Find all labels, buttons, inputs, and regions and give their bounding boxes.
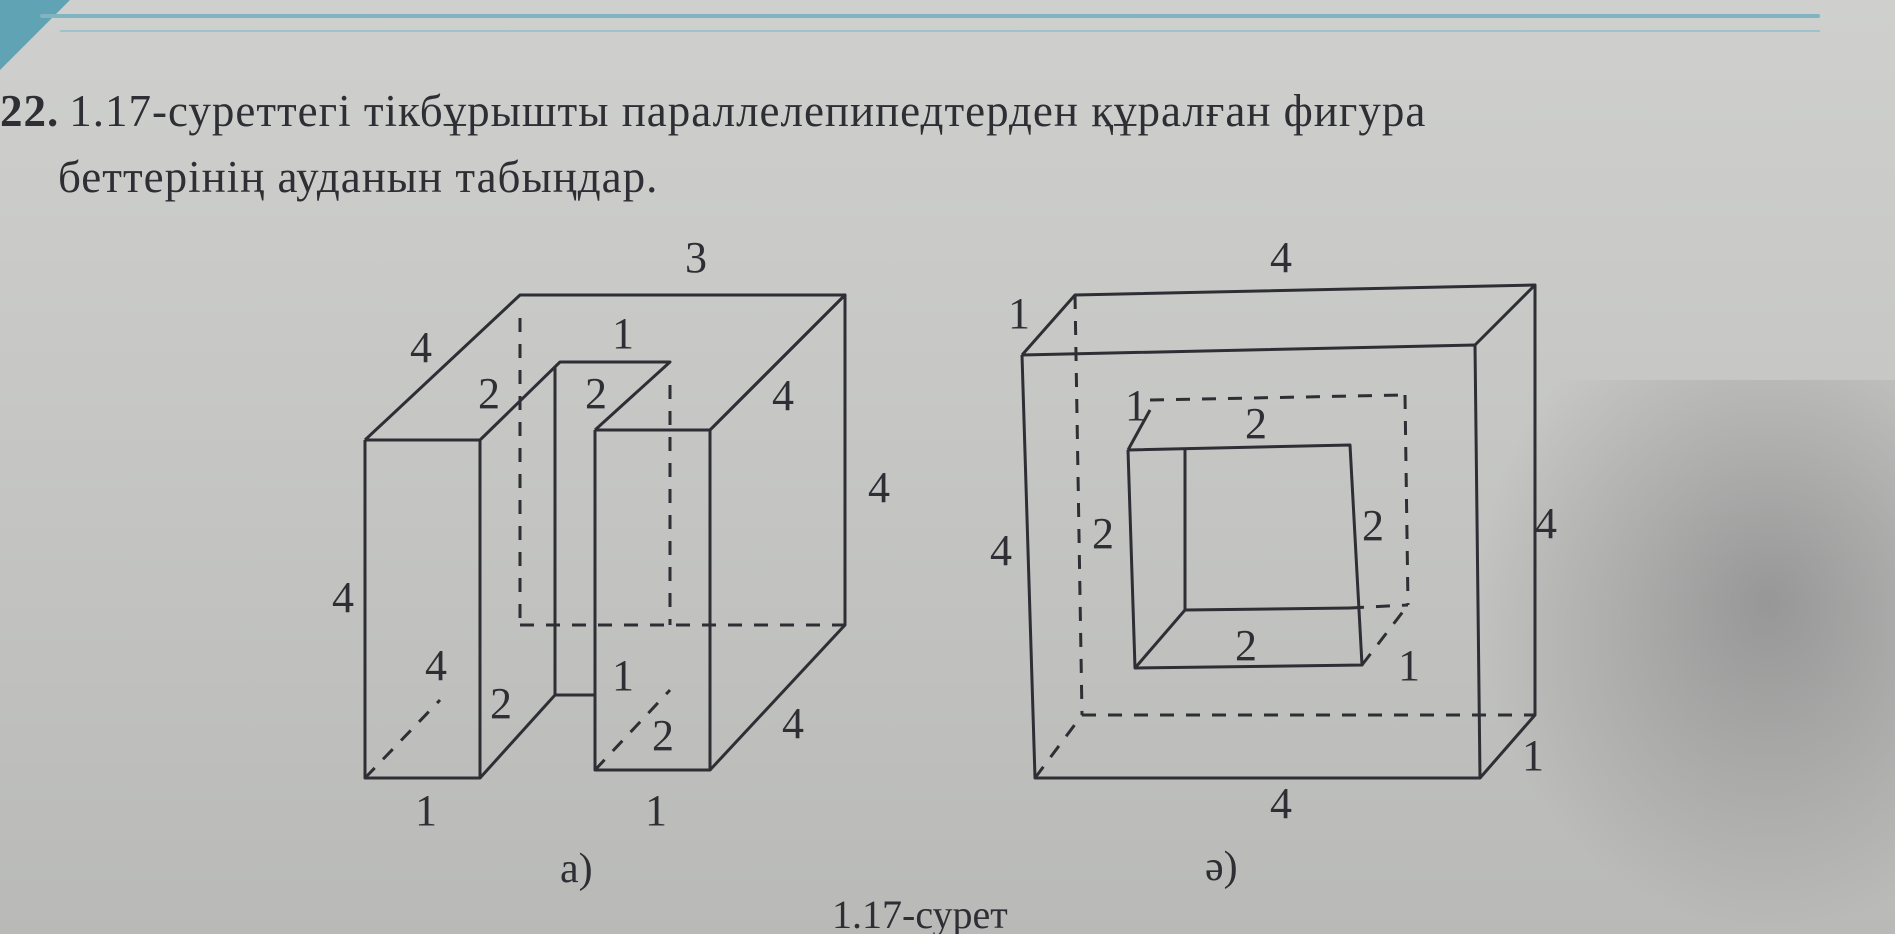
fig-b-dim-left-hole: 2 <box>1092 509 1114 558</box>
figure-b-drawing: 4 1 1 2 4 2 2 4 2 1 1 4 ә) <box>990 233 1557 890</box>
fig-a-hidden-4 <box>363 698 442 780</box>
fig-b-dim-hole-bottom-depth: 1 <box>1398 641 1420 690</box>
fig-a-dim-inner-slot: 2 <box>490 679 512 728</box>
fig-b-hidden-1 <box>1073 294 1084 716</box>
fig-a-dim-top: 3 <box>685 233 707 282</box>
fig-a-dim-top-gap: 1 <box>612 309 634 358</box>
problem-statement: 22.1.17-суреттегі тікбұрышты параллелепи… <box>0 78 1860 210</box>
fig-a-dim-left-height: 4 <box>332 573 354 622</box>
figure-a-drawing: 3 4 1 2 2 4 4 4 4 2 1 2 4 1 1 а) <box>332 233 890 892</box>
fig-b-dim-top: 4 <box>1270 233 1292 282</box>
fig-b-hidden-7 <box>1349 603 1409 610</box>
fig-a-dim-slot-left: 2 <box>478 369 500 418</box>
fig-a-left-front <box>363 438 482 780</box>
fig-b-dim-bottom: 4 <box>1270 779 1292 828</box>
problem-line-2: беттерінің ауданын табыңдар. <box>58 152 659 202</box>
fig-a-label: а) <box>560 846 593 892</box>
fig-b-dim-hole-bottom: 2 <box>1235 621 1257 670</box>
fig-b-hidden-3 <box>1033 714 1084 779</box>
fig-a-right-face <box>708 293 847 772</box>
fig-b-dim-right-hole: 2 <box>1362 501 1384 550</box>
fig-b-dim-top-depth: 1 <box>1008 289 1030 338</box>
problem-line-1: 22.1.17-суреттегі тікбұрышты параллелепи… <box>0 78 1860 144</box>
fig-b-dim-hole-top: 2 <box>1245 399 1267 448</box>
fig-b-label: ә) <box>1205 844 1238 890</box>
fig-a-dim-top-depth: 4 <box>410 323 432 372</box>
fig-a-dim-inner-depth: 4 <box>425 641 447 690</box>
fig-b-top-face <box>1020 283 1537 356</box>
fig-b-hidden-6 <box>1360 604 1410 666</box>
problem-text-1: 1.17-суреттегі тікбұрышты параллелепипед… <box>69 86 1427 136</box>
fig-a-hidden-5 <box>593 688 672 772</box>
fig-a-slot-depth <box>478 693 557 780</box>
fig-a-dim-bottom-right: 1 <box>645 786 667 835</box>
fig-a-dim-right-depth: 4 <box>772 371 794 420</box>
figure-caption: 1.17-сурет <box>832 892 1008 934</box>
header-rule <box>40 14 1820 18</box>
fig-a-dim-inner-gap: 1 <box>612 651 634 700</box>
fig-b-hidden-5 <box>1403 394 1410 606</box>
problem-number: 22. <box>0 86 60 136</box>
header-rule-thin <box>60 30 1820 32</box>
fig-b-dim-hole-depth: 1 <box>1125 381 1147 430</box>
fig-b-hole-back <box>1183 450 1351 612</box>
fig-a-dim-inner-slot-right: 2 <box>652 711 674 760</box>
shadow <box>1475 380 1895 934</box>
fig-a-dim-bottom-left: 1 <box>415 786 437 835</box>
fig-a-dim-slot-right: 2 <box>585 369 607 418</box>
fig-b-hole-depth <box>1133 609 1187 669</box>
fig-a-dim-right-height: 4 <box>868 463 890 512</box>
fig-b-hidden-4 <box>1149 393 1406 402</box>
fig-b-hole-depth-top <box>1126 409 1152 451</box>
fig-b-dim-front-depth: 1 <box>1522 731 1544 780</box>
fig-b-right-face <box>1478 285 1537 779</box>
fig-b-dim-right-outer: 4 <box>1535 499 1557 548</box>
fig-a-dim-front-depth: 4 <box>782 699 804 748</box>
fig-b-dim-left-outer: 4 <box>990 526 1012 575</box>
fig-a-slot-left <box>478 360 672 442</box>
